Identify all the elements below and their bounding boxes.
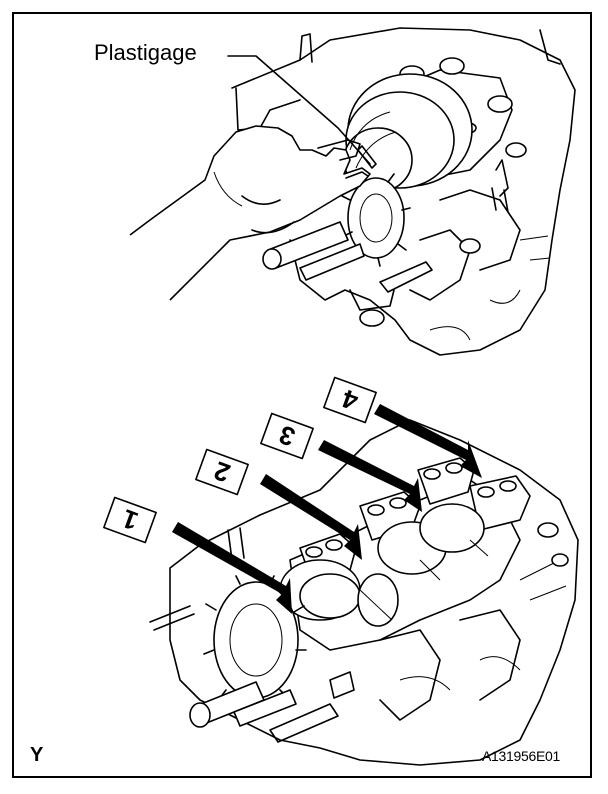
pointer-arrows	[172, 404, 482, 614]
top-engine-block	[231, 27, 576, 356]
journal-number-3: 3	[260, 412, 314, 460]
plastigage-leader	[227, 55, 377, 169]
corner-mark: Y	[30, 744, 44, 766]
arrow-4	[374, 404, 482, 478]
figure-code: A131956E01	[482, 748, 560, 764]
journal-number-2: 2	[195, 448, 249, 496]
journal-number-1: 1	[103, 496, 157, 544]
hand-and-arm	[129, 125, 371, 301]
arrow-2	[260, 474, 362, 560]
plastigage-label: Plastigage	[94, 40, 197, 65]
arrow-3	[318, 440, 422, 512]
bottom-engine-block	[149, 419, 579, 766]
arrow-1	[172, 522, 292, 614]
journal-number-4: 4	[323, 376, 377, 424]
bearing-caps	[299, 457, 531, 583]
